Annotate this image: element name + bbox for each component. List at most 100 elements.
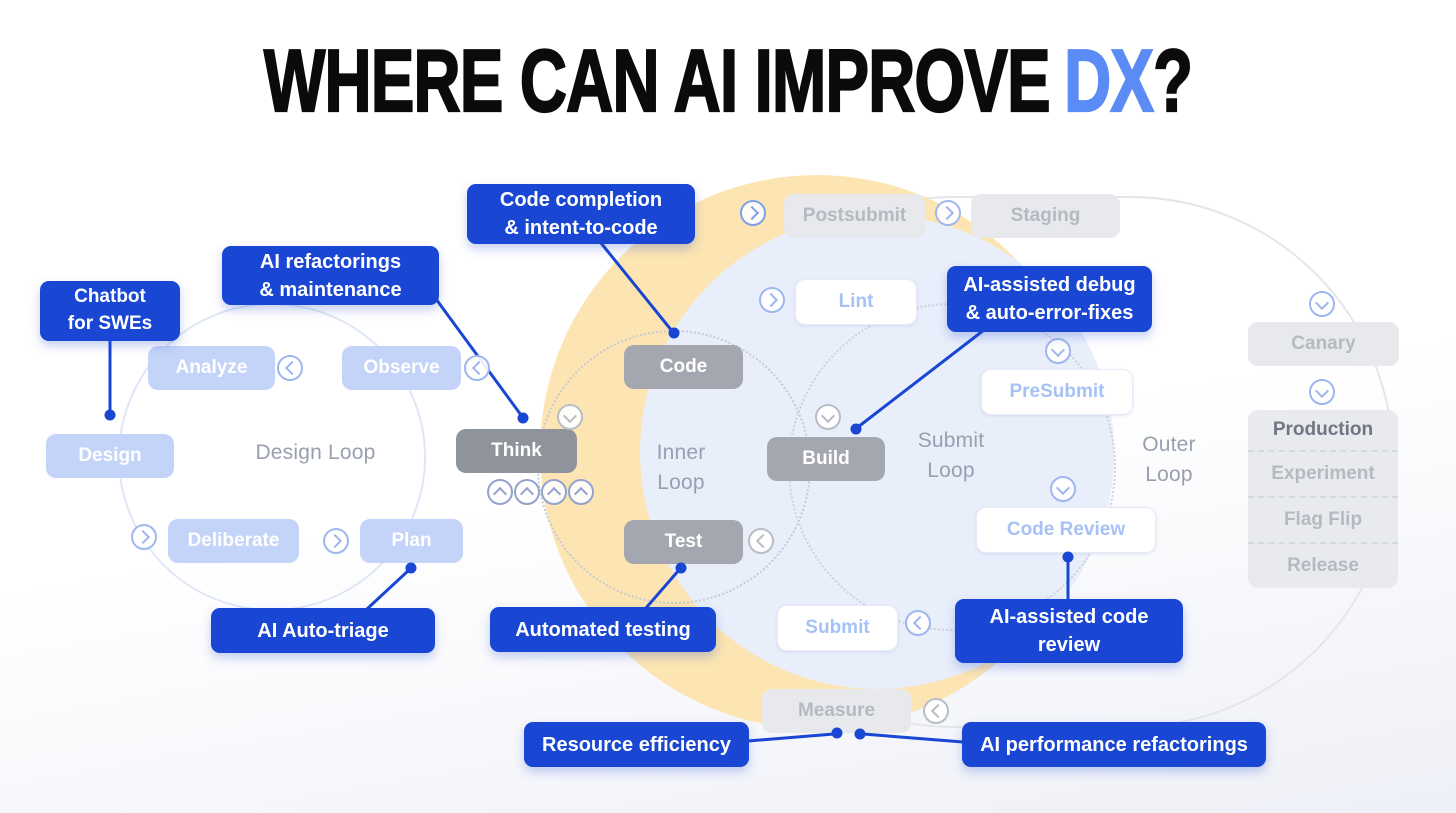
node-production: Production xyxy=(1272,419,1374,440)
title-question-mark: ? xyxy=(1152,30,1193,131)
inner-loop-label-line2: Loop xyxy=(657,471,705,495)
chevron-up-icon xyxy=(519,486,535,501)
flow-arrow-to-observe xyxy=(464,355,490,381)
callout-chatbot-for-swes: Chatbot for SWEs xyxy=(40,281,180,341)
node-release: Release xyxy=(1248,542,1398,588)
chevron-left-icon xyxy=(755,533,770,549)
submit-loop-label-line2: Loop xyxy=(927,459,975,483)
title-highlight: DX xyxy=(1063,30,1154,131)
chevron-down-icon xyxy=(562,408,578,423)
flow-arrow-to-submit xyxy=(905,610,931,636)
chevron-right-icon xyxy=(744,205,759,221)
callout-line: AI-assisted debug xyxy=(963,274,1136,296)
callout-line: AI Auto-triage xyxy=(257,619,389,642)
callout-line: review xyxy=(1037,634,1101,656)
chevron-left-icon xyxy=(912,615,927,631)
flow-arrow-design-to-deliberate xyxy=(131,524,157,550)
node-code: Code xyxy=(624,345,743,389)
flow-arrow-to-lint xyxy=(759,287,785,313)
flow-arrow-lint-to-presubmit xyxy=(1045,338,1071,364)
callout-line: for SWEs xyxy=(67,313,153,334)
chevron-left-icon xyxy=(930,703,945,719)
callout-ai-assisted-code-review: AI-assisted code review xyxy=(955,599,1183,663)
node-submit: Submit xyxy=(777,605,898,651)
submit-loop-label: Submit Loop xyxy=(899,426,1003,487)
callout-code-completion: Code completion & intent-to-code xyxy=(467,184,695,244)
node-canary: Canary xyxy=(1248,322,1399,366)
callout-line: & auto-error-fixes xyxy=(965,302,1134,324)
flow-arrow-presubmit-to-code-review xyxy=(1050,476,1076,502)
node-plan: Plan xyxy=(360,519,463,563)
callout-ai-performance-refactorings: AI performance refactorings xyxy=(962,722,1266,767)
chevron-right-icon xyxy=(763,292,778,308)
node-think: Think xyxy=(456,429,577,473)
flow-arrow-to-postsubmit xyxy=(740,200,766,226)
chevron-left-icon xyxy=(284,360,299,376)
node-code-review: Code Review xyxy=(976,507,1156,553)
flow-arrow-up-to-think-2 xyxy=(514,479,540,505)
chevron-down-icon xyxy=(1055,480,1071,495)
callout-ai-refactorings: AI refactorings & maintenance xyxy=(222,246,439,305)
callout-automated-testing: Automated testing xyxy=(490,607,716,652)
chevron-right-icon xyxy=(327,533,342,549)
flow-arrow-to-analyze xyxy=(277,355,303,381)
node-lint: Lint xyxy=(795,279,917,325)
chevron-down-icon xyxy=(1050,342,1066,357)
node-presubmit: PreSubmit xyxy=(981,369,1133,415)
node-deliberate: Deliberate xyxy=(168,519,299,563)
callout-ai-assisted-debug: AI-assisted debug & auto-error-fixes xyxy=(947,266,1152,332)
node-build: Build xyxy=(767,437,885,481)
submit-loop-label-line1: Submit xyxy=(917,429,985,452)
chevron-right-icon xyxy=(135,529,150,545)
title-text: WHERE CAN AI IMPROVE xyxy=(263,30,1051,131)
callout-resource-efficiency: Resource efficiency xyxy=(524,722,749,767)
callout-ai-auto-triage: AI Auto-triage xyxy=(211,608,435,653)
design-loop-label: Design Loop xyxy=(255,441,376,464)
chevron-up-icon xyxy=(492,486,508,501)
chevron-right-icon xyxy=(939,205,954,221)
flow-arrow-to-measure xyxy=(923,698,949,724)
flow-arrow-to-build xyxy=(815,404,841,430)
flow-arrow-up-to-think-4 xyxy=(568,479,594,505)
callout-line: & intent-to-code xyxy=(504,217,658,239)
callout-line: AI performance refactorings xyxy=(980,733,1248,756)
node-experiment: Experiment xyxy=(1248,450,1398,496)
outer-loop-label-line1: Outer xyxy=(1142,433,1196,456)
node-postsubmit: Postsubmit xyxy=(784,194,925,238)
inner-loop-label: Inner Loop xyxy=(629,438,733,499)
chevron-left-icon xyxy=(471,360,486,376)
node-test: Test xyxy=(624,520,743,564)
callout-line: AI-assisted code xyxy=(989,606,1149,628)
flow-arrow-code-to-think xyxy=(557,404,583,430)
inner-loop-label-line1: Inner xyxy=(656,441,706,464)
callout-line: Resource efficiency xyxy=(542,733,731,756)
node-analyze: Analyze xyxy=(148,346,275,390)
node-flag-flip: Flag Flip xyxy=(1248,496,1398,542)
node-staging: Staging xyxy=(971,194,1120,238)
callout-line: Chatbot xyxy=(74,286,146,308)
chevron-down-icon xyxy=(1314,295,1330,310)
connector-chatbot-to-design xyxy=(104,340,116,421)
flow-arrow-up-to-think-3 xyxy=(541,479,567,505)
outer-loop-label: Outer Loop xyxy=(1117,430,1221,491)
callout-line: Automated testing xyxy=(515,618,691,641)
outer-loop-label-line2: Loop xyxy=(1145,463,1193,487)
flow-arrow-canary-to-production xyxy=(1309,379,1335,405)
node-design: Design xyxy=(46,434,174,478)
chevron-up-icon xyxy=(546,486,562,501)
chevron-down-icon xyxy=(1314,383,1330,398)
release-stages-panel: Production Experiment Flag Flip Release xyxy=(1248,410,1398,588)
flow-arrow-to-test xyxy=(748,528,774,554)
callout-line: Code completion xyxy=(499,189,663,211)
chevron-up-icon xyxy=(573,486,589,501)
flow-arrow-staging-to-canary xyxy=(1309,291,1335,317)
node-measure: Measure xyxy=(762,689,911,733)
flow-arrow-up-to-think-1 xyxy=(487,479,513,505)
flow-arrow-deliberate-to-plan xyxy=(323,528,349,554)
node-observe: Observe xyxy=(342,346,461,390)
chevron-down-icon xyxy=(820,408,836,423)
flow-arrow-postsubmit-to-staging xyxy=(935,200,961,226)
callout-line: & maintenance xyxy=(259,278,402,301)
callout-line: AI refactorings xyxy=(259,250,402,273)
